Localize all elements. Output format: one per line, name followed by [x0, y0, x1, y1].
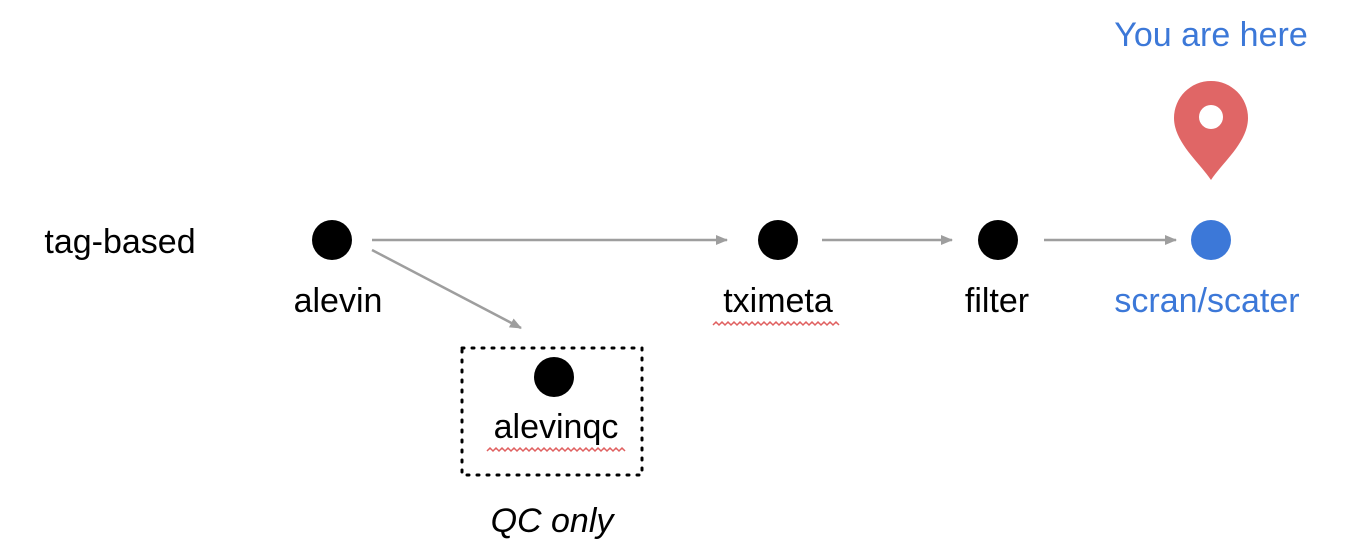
- map-pin-icon: [1174, 80, 1249, 180]
- qc-only-note: QC only: [491, 502, 616, 540]
- row-label: tag-based: [44, 223, 195, 261]
- node-alevin: [312, 220, 352, 260]
- node-filter: [978, 220, 1018, 260]
- node-tximeta: [758, 220, 798, 260]
- node-alevinqc: [534, 357, 574, 397]
- arrow-alevin-to-alevinqc: [371, 248, 522, 330]
- you-are-here-label: You are here: [1114, 16, 1307, 54]
- qc-only-box: [460, 346, 644, 477]
- label-filter: filter: [965, 282, 1029, 320]
- spellcheck-underline-tximeta: [712, 320, 840, 327]
- label-scran-scater: scran/scater: [1114, 282, 1299, 320]
- label-alevinqc: alevinqc: [494, 408, 619, 446]
- node-scran-scater: [1191, 220, 1231, 260]
- label-tximeta: tximeta: [723, 282, 833, 320]
- spellcheck-underline-alevinqc: [486, 446, 626, 453]
- label-alevin: alevin: [294, 282, 383, 320]
